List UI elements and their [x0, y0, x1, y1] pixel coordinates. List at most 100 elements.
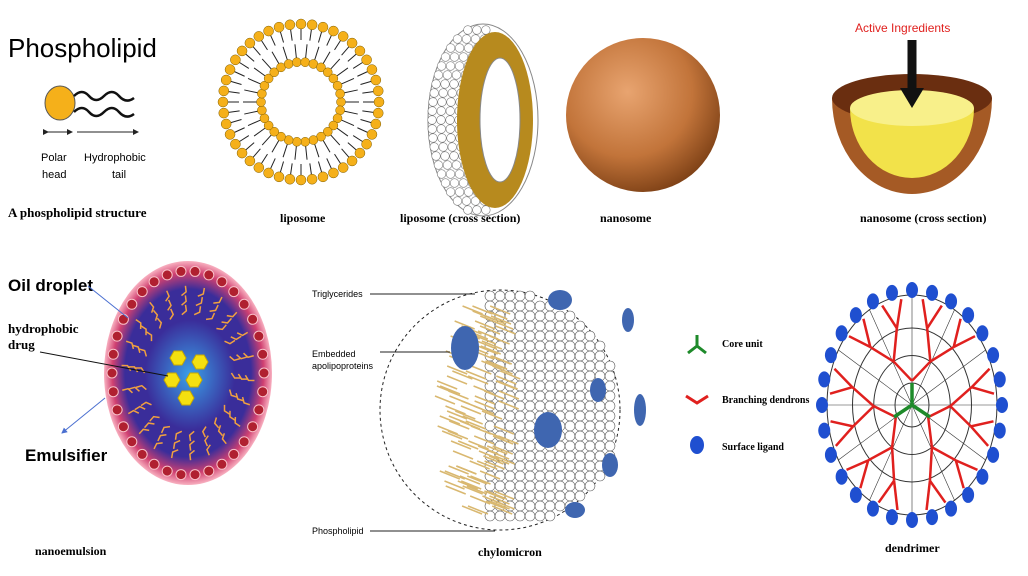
nanoemulsion-caption: nanoemulsion [35, 544, 107, 558]
emulsifier-head [162, 270, 172, 280]
lipid-head [245, 156, 255, 166]
surface-ligand [926, 285, 938, 301]
tail-label: tail [112, 169, 126, 181]
emulsifier-head [229, 449, 239, 459]
drug-molecule [170, 351, 186, 365]
surface-ligand [945, 501, 957, 517]
apolipoprotein [622, 308, 634, 332]
lipid-head [257, 106, 266, 115]
nanosome-sphere [566, 38, 720, 192]
lipid-head [230, 55, 240, 65]
liposome-cross-section [428, 24, 538, 216]
surface-ligand [987, 447, 999, 463]
emulsifier-pointer [62, 398, 105, 433]
lipid-head [264, 168, 274, 178]
surface-ligand [987, 347, 999, 363]
surface-ligand [818, 371, 830, 387]
phospholipid-label: Phospholipid [312, 526, 364, 536]
emulsifier-head [258, 349, 268, 359]
emulsifier-head [254, 405, 264, 415]
lipid-head [374, 97, 384, 107]
lipid-head [219, 86, 229, 96]
lipid-head [296, 175, 306, 185]
emulsifier-head [176, 470, 186, 480]
surface-ligand [825, 447, 837, 463]
emulsifier-head [176, 266, 186, 276]
emulsifier-head [108, 349, 118, 359]
emulsifier-head [149, 277, 159, 287]
liposome-caption: liposome [280, 211, 326, 225]
lipid-head [309, 136, 318, 145]
chylomicron [380, 290, 646, 530]
lipid-head [254, 31, 264, 41]
emulsifier-head [149, 459, 159, 469]
surface-ligand-icon [690, 436, 704, 454]
lipid-head [307, 20, 317, 30]
phospholipid-caption: A phospholipid structure [8, 205, 147, 220]
oil-droplet-label: Oil droplet [8, 276, 93, 295]
surface-ligand [906, 282, 918, 298]
emulsifier-head [118, 422, 128, 432]
lipid-head [347, 38, 357, 48]
nanoemulsion [104, 261, 272, 485]
lipid-head [355, 148, 365, 158]
apolipoprotein [634, 394, 646, 426]
emulsifier-head [239, 437, 249, 447]
lipid-head [301, 137, 310, 146]
drug-molecule [164, 373, 180, 387]
surface-ligand [994, 423, 1006, 439]
lipid-head [245, 38, 255, 48]
lipid-head [371, 119, 381, 129]
emulsifier-head [137, 449, 147, 459]
lipid-head [336, 89, 345, 98]
lipid-head [373, 108, 383, 118]
lipid-head [367, 129, 377, 139]
surface-ligand [867, 501, 879, 517]
lipid-head [274, 22, 284, 32]
emulsifier-head [107, 368, 117, 378]
emulsifier-head [127, 437, 137, 447]
drug-molecule [178, 391, 194, 405]
phospholipid-panel: Phospholipid Polar head Hydrophobic tail… [8, 33, 157, 220]
emulsifier-head [162, 466, 172, 476]
emulsifier-head [239, 299, 249, 309]
phospholipid-title: Phospholipid [8, 33, 157, 63]
drug-label-1: hydrophobic [8, 321, 79, 336]
surface-ligand [994, 371, 1006, 387]
emulsifier-head [190, 470, 200, 480]
surface-ligand [996, 397, 1008, 413]
lipid-head [307, 174, 317, 184]
apolipoprotein [565, 502, 585, 518]
emulsifier-head [112, 331, 122, 341]
lipid-head [225, 65, 235, 75]
ligand-label: Surface ligand [722, 442, 784, 453]
lipid-head [367, 65, 377, 75]
nanosome-caption: nanosome [600, 211, 652, 225]
lipid-head [219, 108, 229, 118]
apo-label-2: apolipoproteins [312, 361, 374, 371]
apolipoprotein [602, 453, 618, 477]
lipid-head [296, 19, 306, 29]
lipid-head [285, 174, 295, 184]
lipid-head [274, 172, 284, 182]
emulsifier-head [112, 405, 122, 415]
liposome-cross-caption: liposome (cross section) [400, 211, 520, 225]
lipid-head [237, 46, 247, 56]
branching-label: Branching dendrons [722, 395, 809, 406]
lipid-head [221, 119, 231, 129]
emulsifier-head [259, 368, 269, 378]
lipid-head [292, 137, 301, 146]
nanosome-cross-caption: nanosome (cross section) [860, 211, 986, 225]
emulsifier-head [137, 287, 147, 297]
surface-ligand [886, 285, 898, 301]
branching-dendron-icon [686, 396, 708, 403]
chylomicron-caption: chylomicron [478, 545, 542, 559]
active-ingredients-label: Active Ingredients [855, 21, 950, 35]
emulsifier-head [248, 422, 258, 432]
lipid-head [333, 81, 342, 90]
surface-ligand [962, 487, 974, 503]
lipid-head [218, 97, 228, 107]
lipid-head [260, 114, 269, 123]
lipid-head [221, 75, 231, 85]
